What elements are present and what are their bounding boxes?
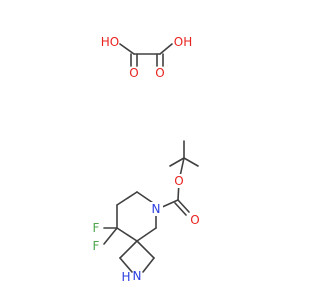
carbonyl-oxygen-label: O	[190, 213, 199, 227]
fluorine-upper-label: F	[93, 221, 100, 235]
bond-tbu-quat-methyl-left	[169, 157, 185, 167]
oxalic-hydroxyl-left-label: HO	[101, 35, 119, 49]
ester-o-bg	[171, 174, 187, 188]
oxalic-acid: HO OH O O	[101, 35, 192, 80]
bond-carbonyl-c-o-1	[177, 199, 190, 213]
bond-spiro-azetidine-c-left	[119, 240, 138, 259]
azetidine-hydrogen-label: H	[121, 270, 130, 284]
bond-oxalic-c-oh-right	[159, 43, 173, 55]
bond-azetidine-c-left-n	[119, 257, 133, 273]
ester-oxygen-label: O	[174, 174, 183, 188]
oxalic-oxygen-left-label: O	[129, 66, 138, 80]
bond-cf2-f-lower	[103, 227, 118, 245]
oxalic-hydroxyl-right-label: OH	[174, 35, 192, 49]
bond-spiro-c-ch2-right	[136, 227, 157, 242]
bond-spiro-azetidine-c-right	[136, 240, 155, 259]
ring-nitrogen-label: N	[152, 202, 161, 216]
azetidine-nitrogen-label: N	[133, 269, 142, 283]
oxalic-oxygen-right-label: O	[155, 66, 164, 80]
bond-oxalic-c-oh-left	[119, 43, 135, 55]
bond-azetidine-c-right-n	[142, 257, 155, 273]
ring-n-bg	[149, 202, 163, 216]
bond-tbu-quat-methyl-right	[183, 157, 199, 167]
spiro-boc-compound: O O N F F N H	[93, 140, 200, 284]
molecule-structure-canvas: HO OH O O O O N	[93, 35, 200, 284]
bond-cf2-spiro	[116, 227, 138, 242]
bond-carbonyl-c-o-2	[174, 202, 187, 216]
bond-ring-c-top-c-topleft	[116, 191, 138, 206]
fluorine-lower-label: F	[93, 239, 100, 253]
